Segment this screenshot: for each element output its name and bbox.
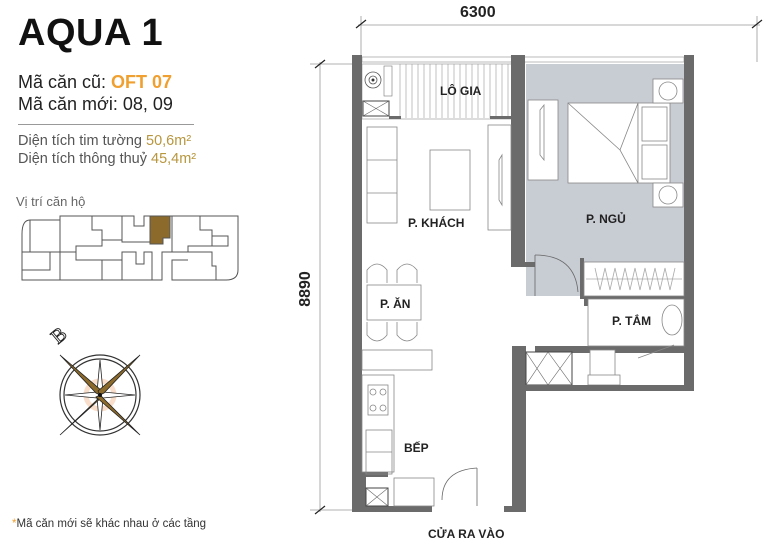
old-unit-code: Mã căn cũ: OFT 07 bbox=[18, 72, 172, 93]
floor-key-plan bbox=[21, 215, 239, 281]
compass-rose: B bbox=[46, 323, 141, 436]
width-dimension: 6300 bbox=[460, 4, 496, 21]
height-dimension: 8890 bbox=[296, 271, 314, 307]
net-area-label: Diện tích thông thuỷ bbox=[18, 151, 151, 167]
room-label-living: P. KHÁCH bbox=[408, 216, 465, 230]
room-label-dining: P. ĂN bbox=[380, 297, 411, 311]
room-label-kitchen: BẾP bbox=[404, 441, 429, 455]
old-code-value: OFT 07 bbox=[111, 72, 173, 92]
gross-area-label: Diện tích tim tường bbox=[18, 133, 147, 149]
floor-plan: 6300 8890 LÔ GIA P. KHÁCH P. NGỦ P. ĂN P… bbox=[290, 0, 768, 543]
new-unit-code: Mã căn mới: 08, 09 bbox=[18, 94, 173, 114]
old-code-label: Mã căn cũ: bbox=[18, 72, 112, 92]
north-letter: B bbox=[47, 323, 71, 348]
room-label-entrance: CỬA RA VÀO bbox=[428, 527, 505, 541]
apartment-title: AQUA 1 bbox=[18, 12, 164, 54]
footnote-text: Mã căn mới sẽ khác nhau ở các tầng bbox=[16, 518, 207, 530]
room-label-balcony: LÔ GIA bbox=[440, 84, 482, 98]
footnote-star: * bbox=[12, 518, 17, 530]
divider bbox=[18, 124, 194, 125]
footnote: *Mã căn mới sẽ khác nhau ở các tầng bbox=[12, 518, 206, 530]
room-label-bedroom: P. NGỦ bbox=[586, 212, 626, 226]
net-area-value: 45,4m² bbox=[151, 151, 197, 167]
room-label-bath: P. TẮM bbox=[612, 314, 652, 328]
highlighted-unit bbox=[149, 215, 171, 245]
net-area: Diện tích thông thuỷ 45,4m² bbox=[18, 151, 196, 167]
gross-area: Diện tích tim tường 50,6m² bbox=[18, 133, 191, 149]
location-label: Vị trí căn hộ bbox=[16, 194, 86, 209]
gross-area-value: 50,6m² bbox=[146, 133, 192, 149]
